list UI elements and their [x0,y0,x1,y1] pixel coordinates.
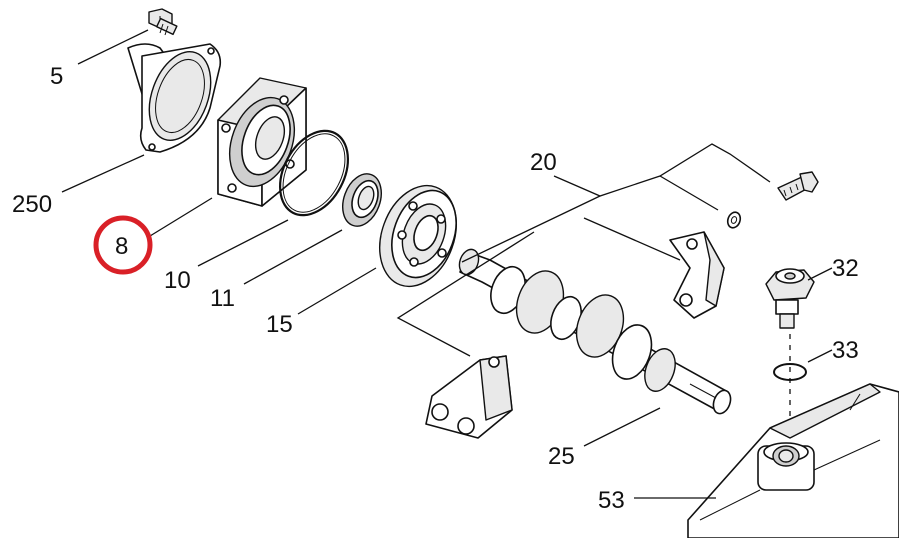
callout-53: 53 [598,487,625,514]
callout-11: 11 [210,285,235,312]
leader-20-upper [583,217,681,261]
part-10-o-ring [279,129,349,217]
part-5-bolt [148,8,178,36]
leader-8 [149,197,213,237]
part-250-cone-cover [127,43,222,153]
part-20-upper-bracket [669,231,725,319]
leader-250 [61,154,145,193]
leader-20-lower [396,231,535,357]
part-20-lower-bracket [425,355,513,439]
part-53-housing [687,383,899,538]
leader-11 [243,229,343,285]
leader-20-shaft [461,195,601,263]
bolt-upper-right [777,171,819,201]
leader-33 [807,349,833,363]
leader-lines [61,29,833,499]
callout-10: 10 [164,267,191,294]
leader-5 [77,29,149,65]
part-8-bearing-housing [217,77,307,207]
leader-10 [197,219,289,267]
callout-5: 5 [50,63,63,90]
part-25-camshaft [458,248,732,415]
callout-labels: 5 250 8 10 11 15 20 25 32 33 53 [12,63,859,514]
washer [726,211,742,229]
callout-250: 250 [12,191,52,218]
highlight-circle [93,215,153,275]
callout-15: 15 [266,311,293,338]
part-15-ball-bearing [379,184,457,288]
callout-25: 25 [548,443,575,470]
leader-20-washer [659,175,719,211]
callout-20: 20 [530,149,557,176]
leader-25 [583,407,661,447]
part-11-oil-seal [342,173,382,227]
callout-32: 32 [832,255,859,282]
leader-20-top [553,143,771,197]
leader-32 [807,267,833,281]
leader-15 [297,267,377,315]
callout-33: 33 [832,337,859,364]
callout-8: 8 [115,233,128,260]
part-32-fitting [765,268,815,329]
